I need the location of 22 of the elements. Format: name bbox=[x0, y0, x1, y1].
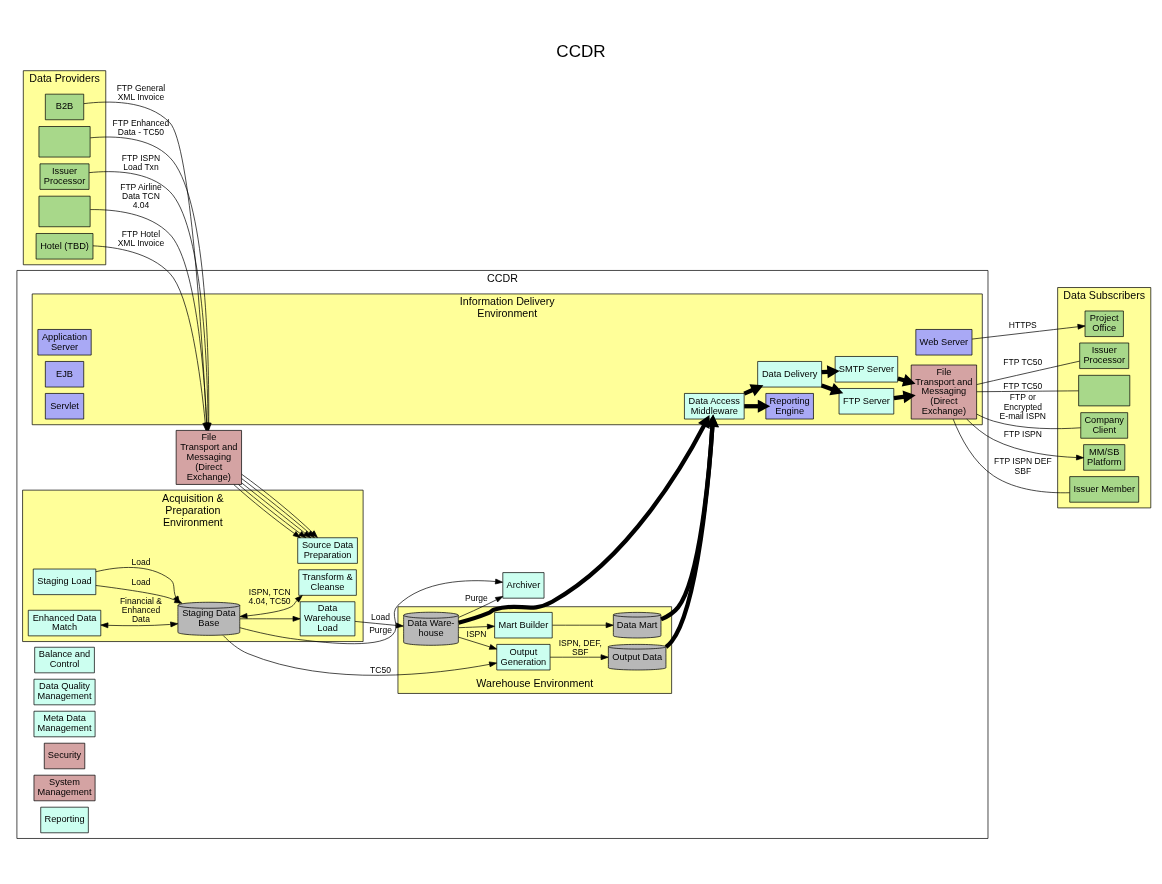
edge-label: Load bbox=[371, 611, 390, 622]
edge-label: FTP ISPN bbox=[1003, 428, 1042, 439]
edge-label: HTTPS bbox=[1008, 319, 1037, 330]
edge-label: FTP Hotel XML Invoice bbox=[117, 228, 165, 248]
edge-label: FTP ISPN DEF SBF bbox=[994, 455, 1052, 475]
edge-label: Purge bbox=[465, 592, 488, 603]
edge-label: Financial & Enhanced Data bbox=[119, 595, 163, 624]
diagram-title: CCDR bbox=[556, 41, 606, 61]
edge-label: FTP ISPN Load Txn bbox=[121, 152, 161, 172]
edge-label: Load bbox=[131, 576, 151, 587]
edge-label: FTP Enhanced Data - TC50 bbox=[112, 117, 170, 137]
edge-label: FTP General XML Invoice bbox=[116, 82, 166, 102]
edge-label: Load bbox=[131, 555, 151, 566]
edge-label: TC50 bbox=[370, 664, 391, 675]
edge-label: FTP Airline Data TCN 4.04 bbox=[120, 181, 162, 210]
edge-label: Purge bbox=[369, 624, 392, 635]
edge-label: FTP TC50 bbox=[1003, 356, 1043, 367]
edge-label: ISPN, TCN 4.04, TC50 bbox=[248, 586, 291, 606]
edge-label: FTP or Encrypted E-mail ISPN bbox=[999, 391, 1047, 421]
edge-label: ISPN bbox=[466, 628, 487, 639]
edge-label: FTP TC50 bbox=[1003, 380, 1043, 391]
edge-label: ISPN, DEF, SBF bbox=[558, 637, 602, 657]
